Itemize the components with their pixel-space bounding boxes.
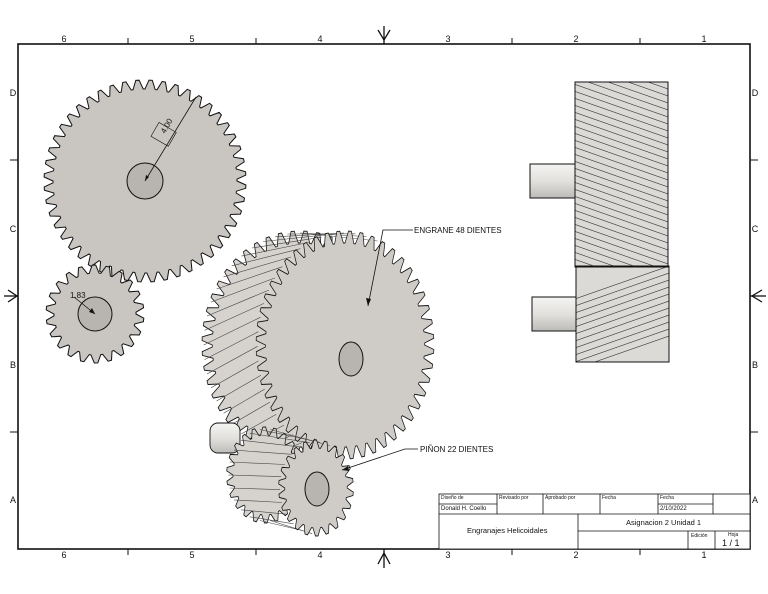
designer-name: Donald H. Coello <box>441 506 487 512</box>
zone-top-2: 2 <box>573 34 578 44</box>
zone-labels: 6 5 4 3 2 1 6 5 4 3 2 1 D C B A D C B A <box>10 34 759 560</box>
zone-bottom-5: 5 <box>189 550 194 560</box>
pinion-callout-label: PIÑON 22 DIENTES <box>420 445 493 454</box>
approved-label: Aprobado por <box>545 495 576 501</box>
zone-top-3: 3 <box>445 34 450 44</box>
zone-top-5: 5 <box>189 34 194 44</box>
zone-bottom-1: 1 <box>701 550 706 560</box>
title-block-frame <box>438 493 751 550</box>
zone-bottom-3: 3 <box>445 550 450 560</box>
centering-marks <box>4 26 766 568</box>
zone-top-4: 4 <box>317 34 322 44</box>
side-view-shaft-lower <box>531 296 577 332</box>
side-view-pinion <box>575 265 670 363</box>
sheet-label: Hoja <box>728 532 739 538</box>
date-label-2: Fecha <box>660 495 674 501</box>
zone-left-b: B <box>10 360 16 370</box>
zone-top-1: 1 <box>701 34 706 44</box>
iso-pinion-bore <box>304 471 330 507</box>
date-label-1: Fecha <box>602 495 616 501</box>
zone-right-a: A <box>752 495 758 505</box>
front-view-small-gear: 1.83 <box>45 264 145 364</box>
zone-bottom-2: 2 <box>573 550 578 560</box>
zone-ticks <box>10 38 758 555</box>
large-gear-dimension-line <box>144 96 197 182</box>
zone-left-c: C <box>10 224 17 234</box>
side-view-large-gear <box>574 81 669 268</box>
callouts: ENGRANE 48 DIENTES PIÑON 22 DIENTES <box>341 226 502 471</box>
design-label: Diseño de <box>441 495 464 501</box>
side-view <box>529 81 670 363</box>
isometric-pinion <box>209 422 354 537</box>
front-view-large-gear: 4.00 <box>43 79 247 283</box>
zone-bottom-6: 6 <box>61 550 66 560</box>
iso-pinion-shaft <box>209 422 241 454</box>
drawing-title: Engranajes Helicoidales <box>467 526 548 535</box>
zone-right-c: C <box>752 224 759 234</box>
small-gear-diameter-label: 1.83 <box>70 291 86 300</box>
side-view-shaft-upper <box>529 163 577 199</box>
gear-callout-label: ENGRANE 48 DIENTES <box>414 226 502 235</box>
isometric-large-gear <box>201 230 435 460</box>
zone-bottom-4: 4 <box>317 550 322 560</box>
date-value: 2/10/2022 <box>660 506 687 512</box>
sheet-number: 1 / 1 <box>722 538 740 548</box>
zone-top-6: 6 <box>61 34 66 44</box>
iso-large-gear-bore <box>338 341 364 377</box>
zone-right-b: B <box>752 360 758 370</box>
zone-left-a: A <box>10 495 16 505</box>
edition-label: Edición <box>691 533 708 539</box>
assignment-title: Asignacion 2 Unidad 1 <box>626 518 702 527</box>
reviewed-label: Revisado por <box>499 495 529 501</box>
zone-left-d: D <box>10 88 17 98</box>
zone-right-d: D <box>752 88 759 98</box>
